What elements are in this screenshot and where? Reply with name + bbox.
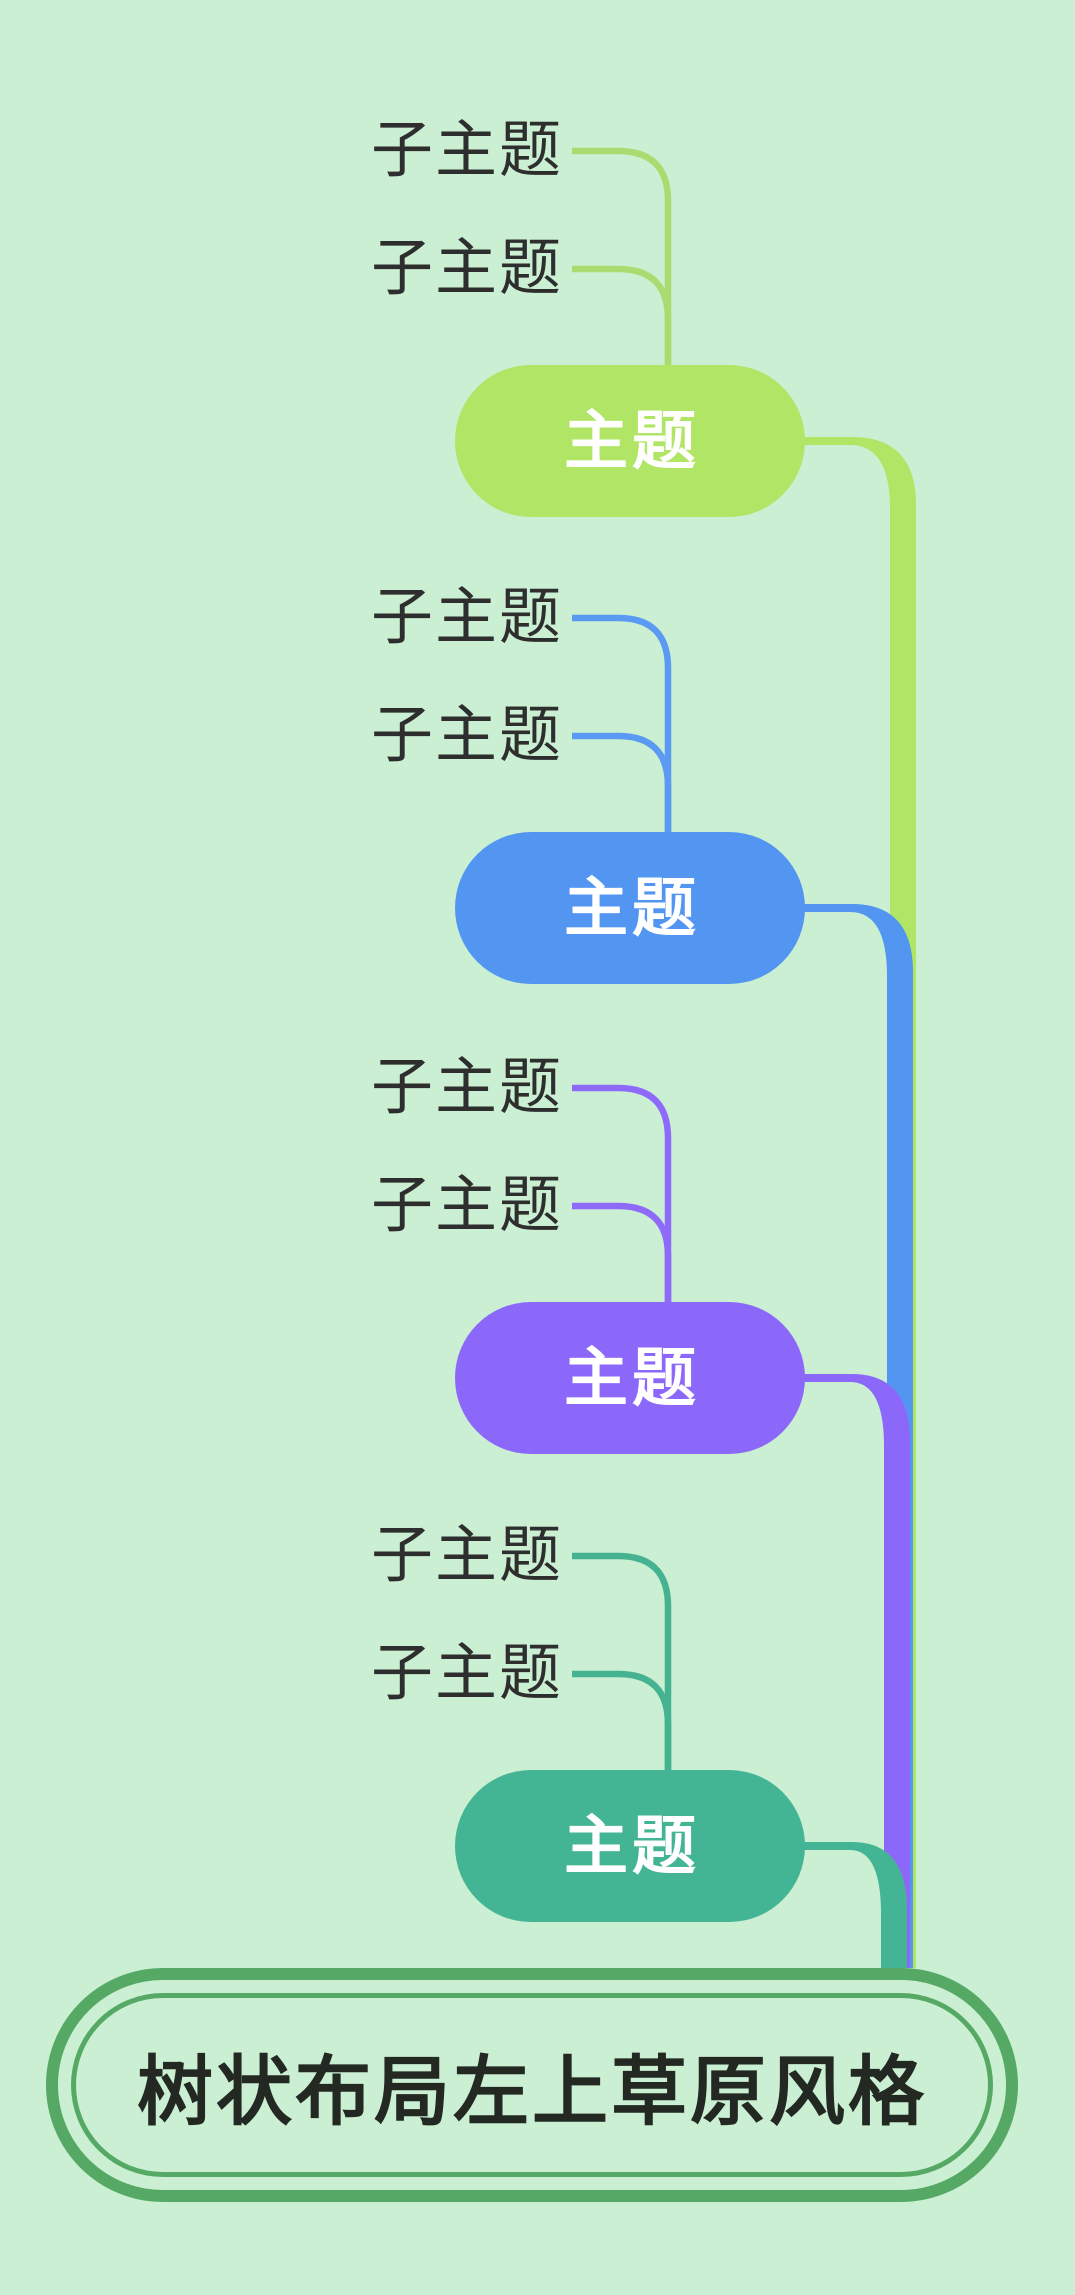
topic-4-subtopic-1-connector: [572, 1552, 672, 1770]
topic-2-subtopic-1-connector: [572, 614, 672, 832]
root-label: 树状布局左上草原风格: [137, 2050, 927, 2135]
root-node[interactable]: 树状布局左上草原风格: [46, 1968, 1018, 2202]
topic-1-subtopic-2-connector: [572, 265, 672, 365]
topic-1-subtopic-1-connector: [572, 147, 672, 365]
root-node-inner-ring: 树状布局左上草原风格: [71, 1993, 993, 2177]
topic-node-4[interactable]: 主题: [455, 1770, 805, 1922]
topic-label-4: 主题: [564, 1810, 700, 1882]
topic-2-subtopic-2-connector: [572, 732, 672, 832]
subtopic-label-4-1[interactable]: 子主题: [371, 1522, 564, 1590]
topic-label-2: 主题: [564, 872, 700, 944]
subtopic-label-3-1[interactable]: 子主题: [371, 1054, 564, 1122]
topic-3-subtopic-1-connector: [572, 1084, 672, 1302]
topic-node-3[interactable]: 主题: [455, 1302, 805, 1454]
subtopic-label-2-1[interactable]: 子主题: [371, 584, 564, 652]
topic-node-1[interactable]: 主题: [455, 365, 805, 517]
subtopic-label-2-2[interactable]: 子主题: [371, 702, 564, 770]
subtopic-label-1-2[interactable]: 子主题: [371, 235, 564, 303]
subtopic-label-1-1[interactable]: 子主题: [371, 117, 564, 185]
topic-4-root-connector: [792, 1842, 907, 1968]
topic-node-2[interactable]: 主题: [455, 832, 805, 984]
subtopic-label-3-2[interactable]: 子主题: [371, 1172, 564, 1240]
topic-4-subtopic-2-connector: [572, 1670, 672, 1770]
subtopic-label-4-2[interactable]: 子主题: [371, 1640, 564, 1708]
topic-label-1: 主题: [564, 405, 700, 477]
topic-3-subtopic-2-connector: [572, 1202, 672, 1302]
topic-label-3: 主题: [564, 1342, 700, 1414]
